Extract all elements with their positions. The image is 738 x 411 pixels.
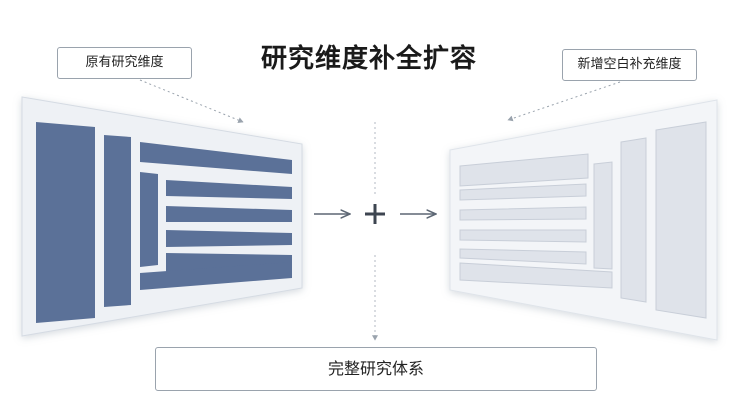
connector-right xyxy=(507,81,621,122)
new-column-3 xyxy=(655,121,707,319)
original-bar-bottom xyxy=(140,262,292,290)
original-bar-3 xyxy=(166,230,292,247)
new-bar-bottom xyxy=(459,262,613,289)
original-bar-2 xyxy=(166,206,292,222)
new-bar-3 xyxy=(459,229,587,243)
diagram-title: 研究维度补全扩容 xyxy=(260,44,477,74)
connector-left xyxy=(139,79,244,123)
original-bar-top xyxy=(140,142,292,174)
new-blank-dimensions-panel xyxy=(449,99,718,341)
original-column-3 xyxy=(140,172,158,267)
new-bar-4 xyxy=(459,248,587,265)
new-column-2 xyxy=(620,137,647,303)
original-dimensions-label: 原有研究维度 xyxy=(57,47,192,79)
new-column-1 xyxy=(593,161,613,270)
complete-research-system-box: 完整研究体系 xyxy=(155,347,597,391)
plus-icon xyxy=(365,204,385,224)
new-bar-2 xyxy=(459,206,587,221)
new-bar-top xyxy=(459,153,589,187)
new-bar-1 xyxy=(459,183,587,201)
original-column-2 xyxy=(104,135,131,307)
original-bar-1 xyxy=(166,180,292,199)
new-blank-dimensions-label: 新增空白补充维度 xyxy=(562,49,697,81)
original-column-1 xyxy=(36,122,95,323)
original-dimensions-panel xyxy=(21,96,303,337)
